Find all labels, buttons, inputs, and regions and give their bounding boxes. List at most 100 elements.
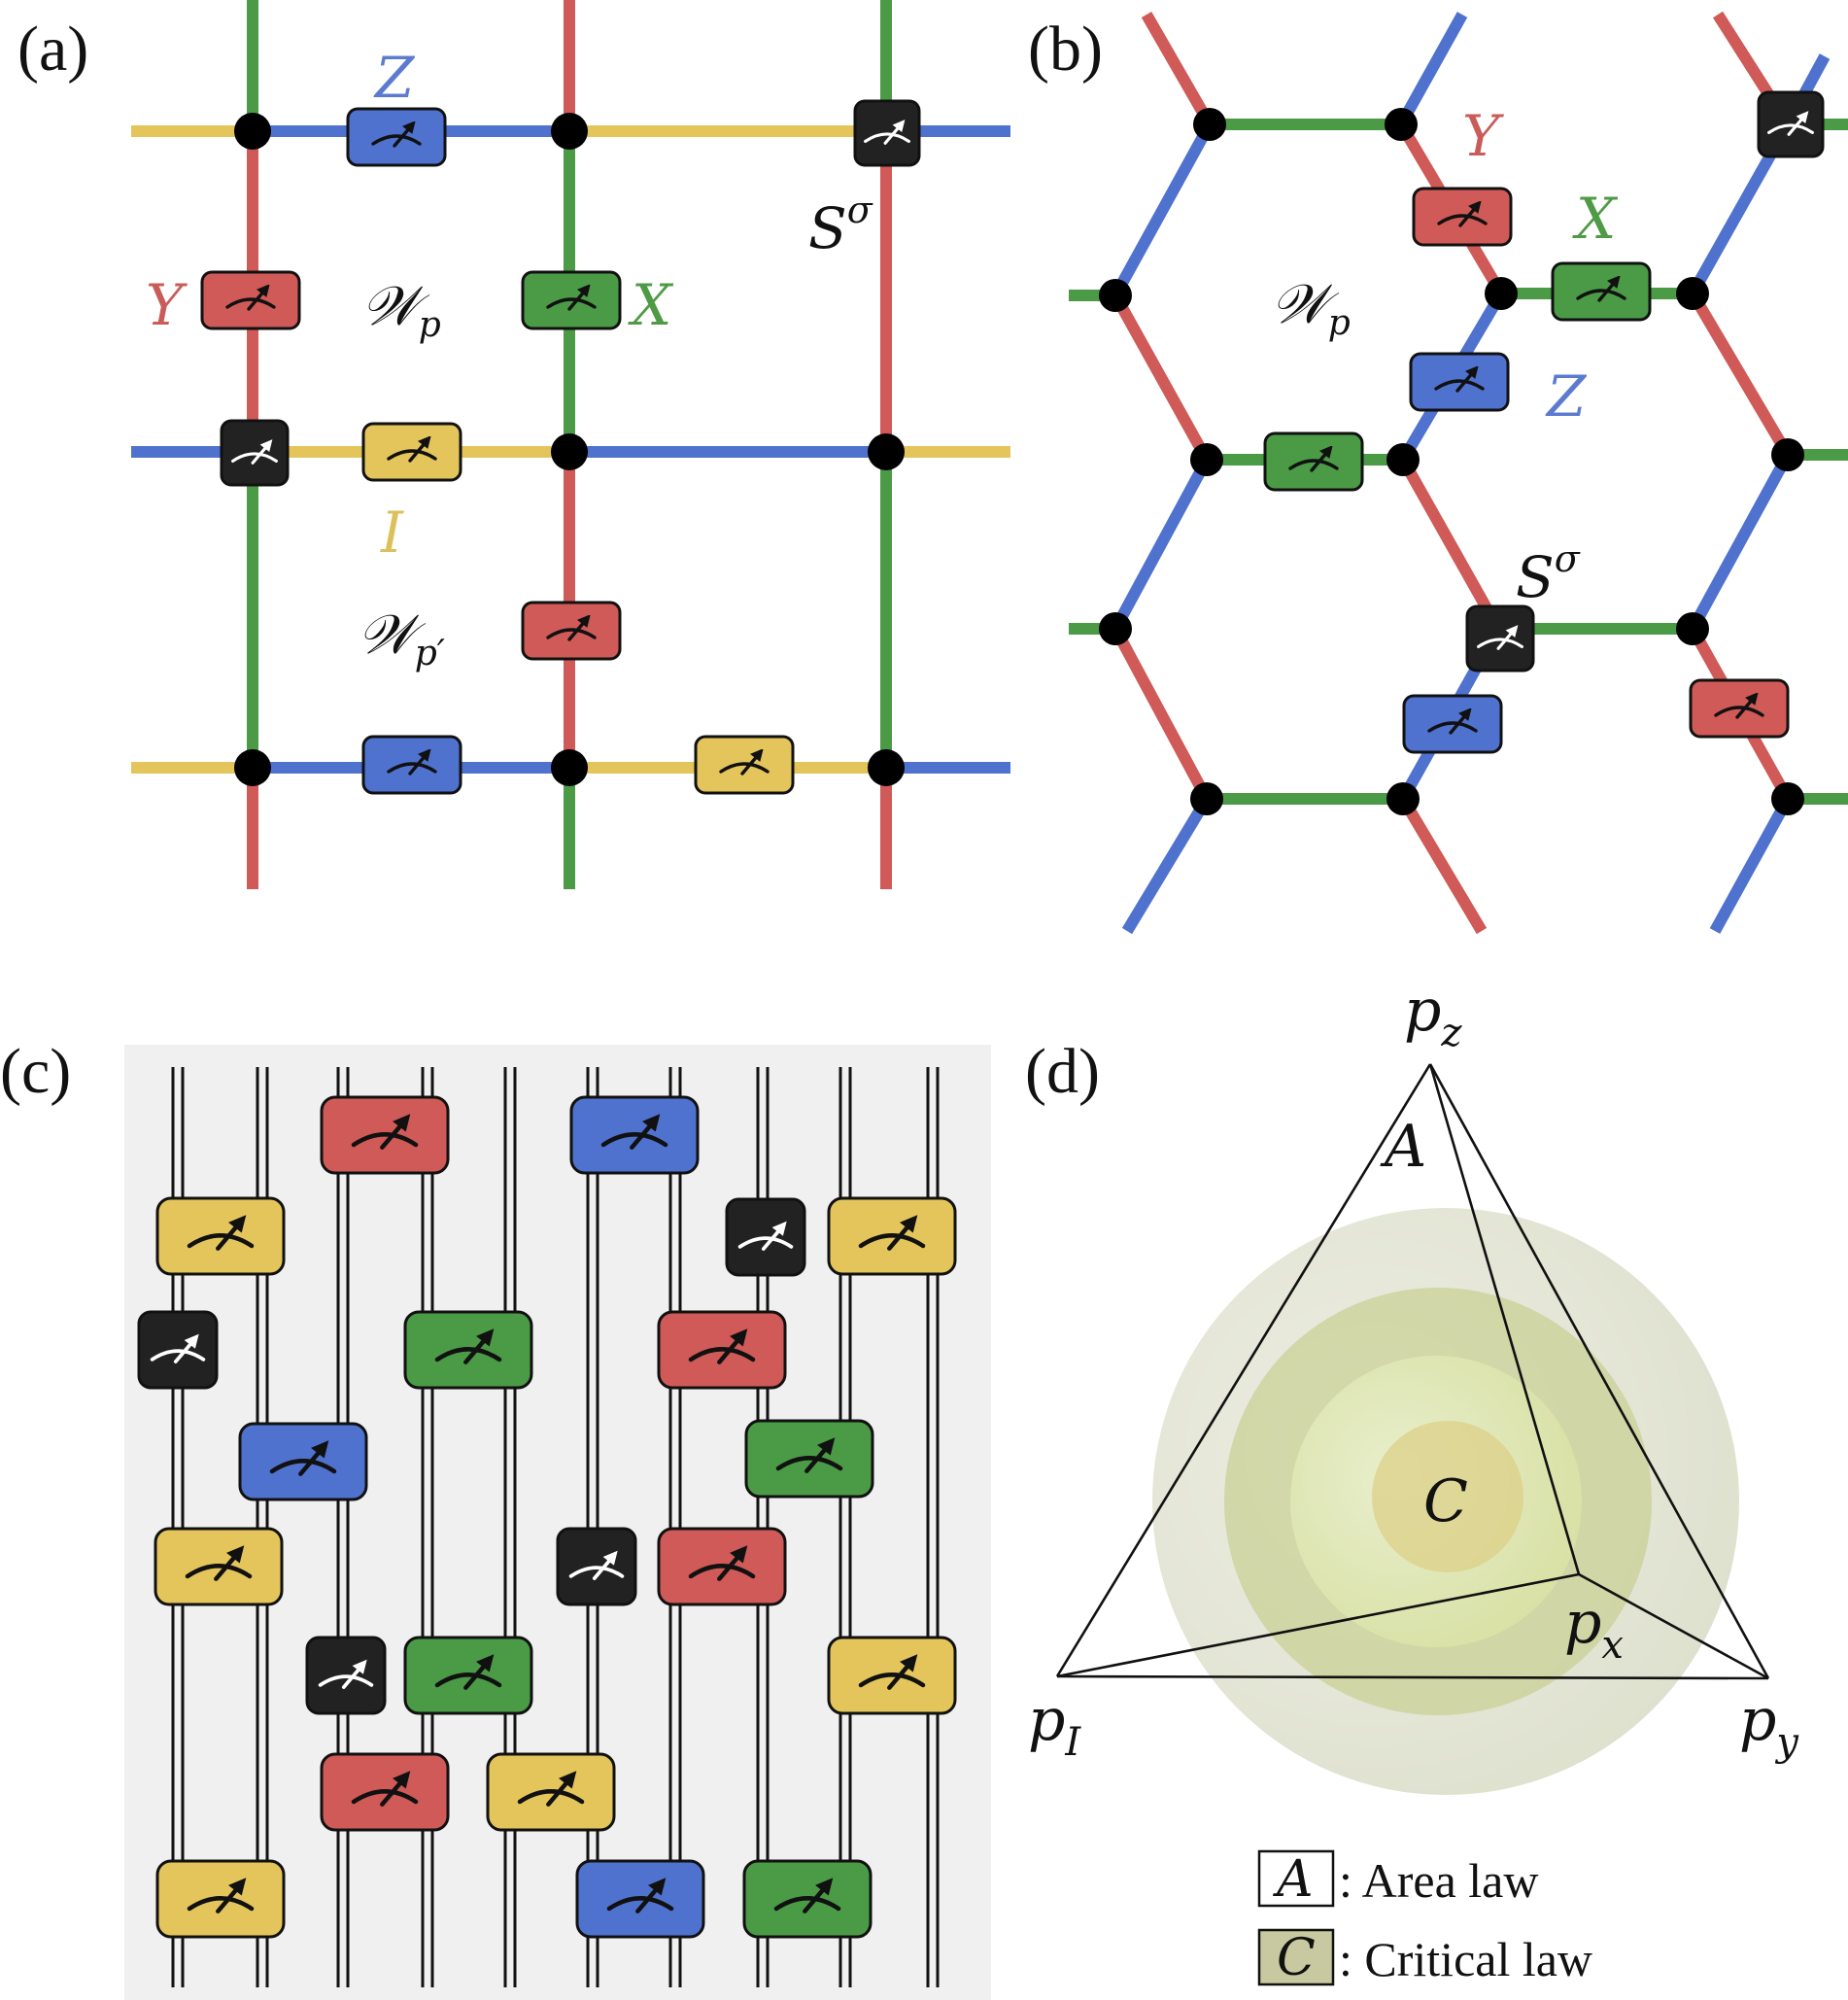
lattice-vertices (234, 113, 905, 786)
vertex (1193, 108, 1226, 141)
s-sigma-measurement-gate (220, 419, 290, 487)
i-measurement-gate (827, 1196, 957, 1276)
edge-y (1110, 293, 1213, 463)
edge-y (1110, 626, 1213, 802)
z-label: Z (373, 45, 416, 111)
edge-z (1709, 796, 1794, 934)
edge-y (1397, 795, 1488, 935)
edge-z (1121, 795, 1213, 935)
edge-z (1110, 457, 1213, 632)
vertex (551, 749, 588, 786)
probability-simplex (1055, 1063, 1770, 1680)
vertex (234, 113, 271, 150)
area-law-region-label: A (1380, 1113, 1426, 1181)
panel-d-label: (d) (1025, 1036, 1100, 1107)
vertex (1771, 438, 1804, 471)
circuit-gates (137, 1095, 957, 1939)
vertex-px-label: px (1564, 1589, 1624, 1668)
x-measurement-gate (1263, 431, 1364, 492)
i-measurement-gate (155, 1196, 286, 1276)
i-measurement-gate (694, 735, 795, 795)
s-sigma-measurement-gate (725, 1197, 806, 1277)
y-measurement-gate (521, 601, 622, 661)
y-label: Y (146, 272, 188, 338)
panel-b: (b) (1028, 11, 1848, 935)
vertex (868, 749, 905, 786)
measurement-gates-b (1263, 90, 1825, 754)
y-measurement-gate (1412, 187, 1513, 247)
x-measurement-gate (744, 1419, 874, 1499)
panel-d: (d) pz px pI py A C (1025, 977, 1799, 1987)
s-sigma-label: Sσ (1516, 537, 1581, 610)
critical-core (1372, 1421, 1523, 1572)
critical-region-label: C (1423, 1467, 1468, 1535)
legend-item-critical-law: C : Critical law (1257, 1928, 1592, 1987)
i-label: I (380, 500, 404, 566)
legend-swatch-c (1257, 1928, 1335, 1986)
vertex-pi-label: pI (1028, 1686, 1081, 1765)
y-measurement-gate (1689, 678, 1790, 739)
legend-text-a: : Area law (1339, 1853, 1538, 1908)
labels-b: Y X Z Sσ 𝒲p (1271, 103, 1619, 610)
vertex (1485, 277, 1518, 310)
legend-item-area-law: A : Area law (1257, 1849, 1538, 1909)
s-sigma-measurement-gate (556, 1527, 637, 1606)
z-measurement-gate (361, 735, 462, 795)
measurement-gates-a (200, 99, 921, 795)
vertex (551, 113, 588, 150)
vertex (868, 433, 905, 470)
legend-key-c: C (1277, 1929, 1316, 1987)
edge-z (1110, 121, 1215, 298)
x-label: X (1572, 186, 1619, 252)
x-measurement-gate (521, 270, 622, 330)
vertex (551, 433, 588, 470)
x-measurement-gate (742, 1859, 873, 1939)
plaquette-wp-prime-label: 𝒲p′ (358, 603, 445, 673)
y-measurement-gate (200, 270, 301, 330)
s-sigma-label: Sσ (808, 189, 873, 261)
s-sigma-measurement-gate (1757, 90, 1825, 158)
honeycomb-lattice (1069, 11, 1848, 935)
edge-y (1141, 12, 1215, 127)
vertex (1099, 279, 1132, 312)
z-measurement-gate (1409, 352, 1510, 412)
s-sigma-measurement-gate (137, 1310, 219, 1390)
x-measurement-gate (403, 1310, 533, 1390)
legend-swatch-a (1257, 1849, 1335, 1908)
edge-y (1687, 290, 1794, 459)
legend-key-a: A (1273, 1850, 1314, 1909)
vertex (1771, 782, 1804, 815)
y-measurement-gate (657, 1527, 787, 1606)
panel-c-label: (c) (0, 1036, 71, 1107)
honeycomb-vertices (1099, 108, 1804, 815)
z-measurement-gate (1402, 694, 1503, 754)
legend: A : Area law C : Critical law (1257, 1849, 1592, 1987)
z-measurement-gate (575, 1859, 705, 1939)
vertex (1386, 443, 1420, 476)
panel-c: (c) (0, 1036, 991, 2000)
s-sigma-measurement-gate (853, 99, 921, 167)
plaquette-wp-label: 𝒲p (361, 275, 441, 345)
y-label: Y (1462, 103, 1504, 169)
vertex (1099, 612, 1132, 645)
i-measurement-gate (827, 1636, 957, 1715)
panel-b-label: (b) (1028, 14, 1103, 85)
i-measurement-gate (154, 1527, 284, 1606)
vertex (1676, 612, 1709, 645)
z-measurement-gate (346, 107, 447, 167)
x-measurement-gate (1551, 261, 1652, 322)
plaquette-wp-label: 𝒲p (1271, 273, 1351, 343)
vertex (234, 749, 271, 786)
z-measurement-gate (238, 1422, 368, 1501)
vertex (1190, 782, 1223, 815)
i-measurement-gate (486, 1752, 616, 1832)
x-label: X (628, 272, 674, 338)
i-measurement-gate (361, 422, 462, 482)
y-measurement-gate (320, 1752, 450, 1832)
z-label: Z (1545, 363, 1588, 430)
y-measurement-gate (657, 1310, 787, 1390)
vertex-py-label: py (1739, 1686, 1799, 1765)
i-measurement-gate (155, 1859, 286, 1939)
y-measurement-gate (320, 1095, 450, 1175)
